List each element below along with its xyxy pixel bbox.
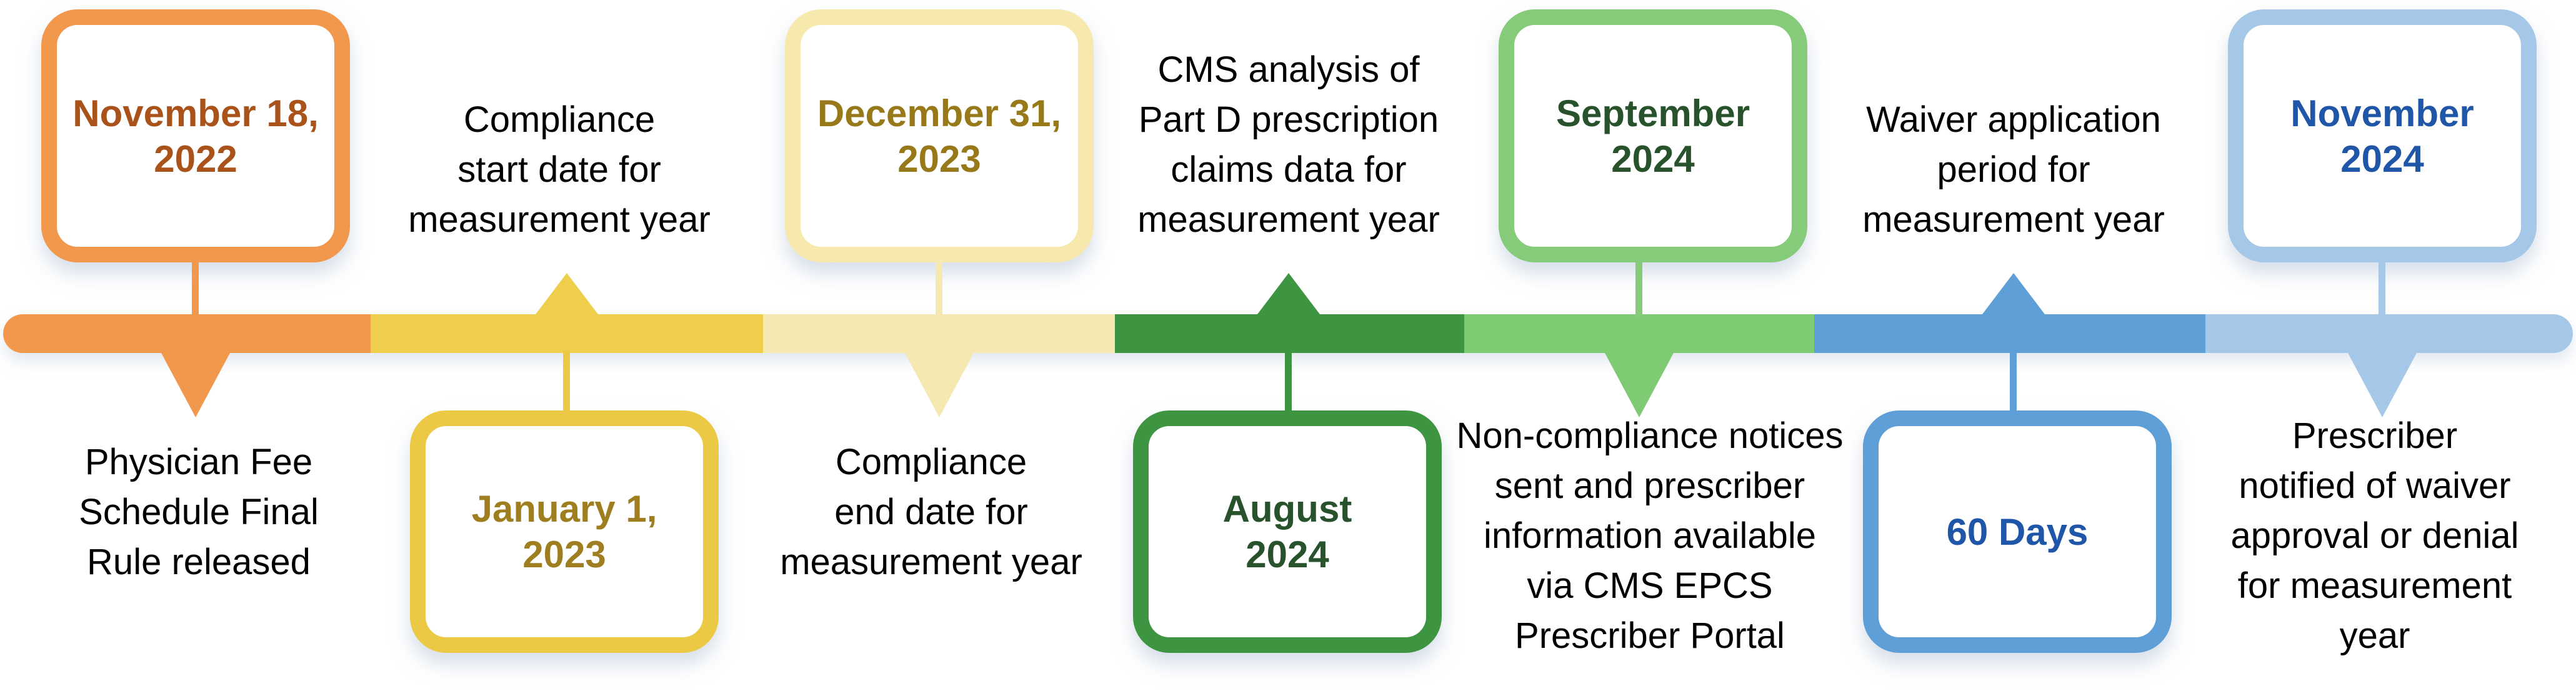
event-description-line: Non-compliance notices xyxy=(1456,415,1844,456)
arrow-up-icon xyxy=(536,273,598,314)
connector-line-january-1-2023 xyxy=(563,350,570,414)
milestone-box-january-1-2023: January 1,2023 xyxy=(410,410,719,653)
event-description-line: Prescriber xyxy=(2292,415,2458,456)
milestone-date-label: 2024 xyxy=(1246,534,1329,575)
event-description-line: Prescriber Portal xyxy=(1515,615,1785,656)
event-description-line: measurement year xyxy=(408,199,711,240)
timeline-segment-light-blue xyxy=(2205,314,2573,353)
event-description-line: start date for xyxy=(457,149,661,190)
event-description-line: Schedule Final xyxy=(79,492,319,532)
connector-line-november-2024 xyxy=(2379,259,2385,317)
connector-line-december-31-2023 xyxy=(936,259,942,317)
event-description-line: approval or denial xyxy=(2230,515,2519,556)
milestone-date-label: September xyxy=(1555,92,1750,134)
event-description-september-2024: Non-compliance notices sent and prescribe… xyxy=(1350,411,1950,661)
event-description-line: year xyxy=(2339,615,2410,656)
event-description-line: claims data for xyxy=(1171,149,1407,190)
milestone-date-label: August xyxy=(1222,488,1352,530)
milestone-date-label: December 31, xyxy=(817,92,1062,134)
event-description-line: Waiver application xyxy=(1866,99,2161,140)
event-description-line: measurement year xyxy=(780,542,1082,582)
milestone-date-label: 2024 xyxy=(1611,137,1695,180)
milestone-date-label: November 18, xyxy=(72,92,319,134)
event-description-august-2024: CMS analysis of Part D prescription claims… xyxy=(989,45,1589,245)
connector-line-60-days xyxy=(2010,350,2017,414)
connector-line-august-2024 xyxy=(1285,350,1292,414)
milestone-date-label: January 1, xyxy=(471,488,657,530)
timeline-segment-blue xyxy=(1814,314,2205,353)
event-description-november-2024: Prescriber notified of waiver approval or … xyxy=(2075,411,2576,661)
timeline-segment-yellow xyxy=(371,314,763,353)
event-description-line: period for xyxy=(1937,149,2090,190)
event-description-line: sent and prescriber xyxy=(1494,465,1805,506)
arrow-up-icon xyxy=(1257,273,1320,314)
arrow-down-icon xyxy=(2348,353,2417,417)
milestone-date-label: 2022 xyxy=(154,137,237,180)
connector-line-november-18-2022 xyxy=(192,259,199,317)
event-description-line: CMS analysis of xyxy=(1157,49,1420,90)
timeline-segment-light-green xyxy=(1464,314,1814,353)
event-description-line: measurement year xyxy=(1137,199,1440,240)
milestone-date-label: 60 Days xyxy=(1946,510,2089,553)
connector-line-september-2024 xyxy=(1635,259,1642,317)
milestone-date-label: 2023 xyxy=(897,137,981,180)
milestone-date-label: November xyxy=(2290,92,2474,134)
timeline-bar xyxy=(3,314,2573,353)
event-description-january-1-2023: Compliance start date for measurement year xyxy=(259,95,859,245)
event-description-line: measurement year xyxy=(1862,199,2165,240)
milestone-box-60-days: 60 Days xyxy=(1863,410,2172,653)
event-description-line: information available xyxy=(1484,515,1816,556)
event-description-line: Compliance xyxy=(835,442,1027,482)
milestone-box-november-18-2022: November 18,2022 xyxy=(41,9,350,262)
event-description-december-31-2023: Compliance end date for measurement year xyxy=(631,437,1231,587)
event-description-line: end date for xyxy=(834,492,1028,532)
event-description-line: Compliance xyxy=(463,99,656,140)
event-description-line: Physician Fee xyxy=(84,442,313,482)
event-description-line: for measurement xyxy=(2237,565,2512,606)
event-description-line: Rule released xyxy=(87,542,311,582)
arrow-down-icon xyxy=(161,353,230,417)
event-description-line: via CMS EPCS xyxy=(1527,565,1773,606)
timeline-segment-green xyxy=(1115,314,1464,353)
arrow-down-icon xyxy=(1605,353,1674,417)
event-description-60-days: Waiver application period for measurement … xyxy=(1714,95,2314,245)
timeline-segment-cream xyxy=(763,314,1115,353)
arrow-down-icon xyxy=(905,353,974,417)
event-description-line: notified of waiver xyxy=(2239,465,2511,506)
milestone-box-december-31-2023: December 31,2023 xyxy=(785,9,1094,262)
event-description-line: Part D prescription xyxy=(1138,99,1439,140)
arrow-up-icon xyxy=(1982,273,2045,314)
timeline-segment-orange xyxy=(3,314,371,353)
milestone-date-label: 2023 xyxy=(522,534,606,575)
milestone-date-label: 2024 xyxy=(2340,137,2424,180)
